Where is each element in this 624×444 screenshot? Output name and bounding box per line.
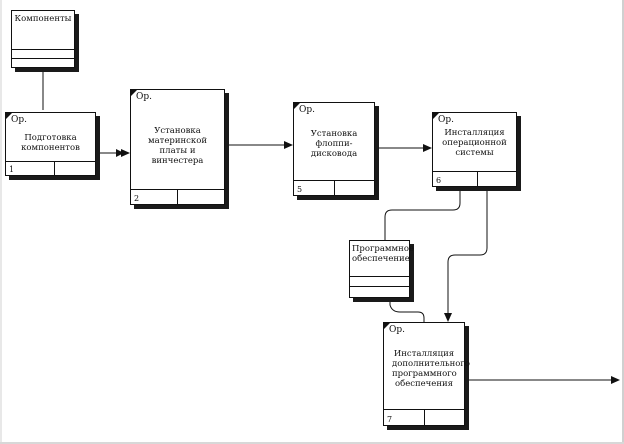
reference-components-label: Компоненты: [14, 14, 72, 24]
reference-divider: [350, 276, 409, 278]
activity-footer: [6, 161, 95, 175]
activity-op-label: Ор.: [438, 115, 455, 125]
reference-software: Программное обеспечение: [349, 240, 414, 298]
activity-op-label: Ор.: [389, 325, 406, 335]
arrowhead-a7-output: [611, 376, 620, 384]
activity-footer-separator: [177, 190, 179, 204]
activity-number: 1: [9, 165, 15, 174]
activity-corner-mark: [294, 103, 300, 109]
frame-right-edge: [622, 0, 624, 444]
activity-box-6: Ор. Инсталляция операционной системы 6: [432, 112, 517, 187]
activity-corner-mark: [433, 113, 439, 119]
activity-footer: [131, 189, 224, 204]
activity-number: 5: [297, 185, 303, 194]
arrowhead-a5-a6: [423, 144, 432, 152]
activity-number: 2: [134, 194, 140, 203]
activity-op-label: Ор.: [136, 92, 153, 102]
activity-op-label: Ор.: [299, 105, 316, 115]
arrowhead-a1-a2-double: [116, 149, 124, 157]
activity-label: Инсталляция дополнительного программного…: [392, 349, 470, 389]
arrowhead-a2-a5: [284, 141, 293, 149]
activity-label: Установка флоппи-дисковода: [310, 129, 358, 159]
activity-footer: [384, 409, 464, 425]
reference-software-label: Программное обеспечение: [352, 244, 414, 264]
activity-footer-separator: [334, 181, 336, 195]
activity-number: 6: [436, 176, 442, 185]
link-software-to-a7: [389, 298, 425, 322]
activity-number: 7: [387, 415, 393, 424]
arrow-a6-to-a7: [447, 190, 488, 314]
activity-box-2: Ор. Установка материнской платы и винчес…: [130, 89, 225, 205]
reference-divider: [12, 58, 74, 60]
activity-footer-separator: [424, 410, 426, 425]
activity-footer-separator: [477, 172, 479, 186]
arrowhead-a1-a2: [121, 149, 130, 157]
reference-components: Компоненты: [11, 10, 75, 68]
activity-label: Инсталляция операционной системы: [442, 128, 507, 158]
link-a6-to-software: [384, 190, 461, 240]
activity-label: Установка материнской платы и винчестера: [147, 126, 208, 166]
activity-label: Подготовка компонентов: [21, 133, 80, 153]
frame-left-edge: [0, 0, 2, 444]
activity-footer: [433, 171, 516, 186]
activity-footer-separator: [54, 162, 56, 175]
activity-box-1: Ор. Подготовка компонентов 1: [5, 112, 96, 176]
activity-corner-mark: [6, 113, 12, 119]
activity-box-5: Ор. Установка флоппи-дисковода 5: [293, 102, 375, 196]
reference-divider: [350, 286, 409, 288]
activity-op-label: Ор.: [11, 115, 28, 125]
activity-footer: [294, 180, 374, 195]
activity-box-7: Ор. Инсталляция дополнительного программ…: [383, 322, 470, 426]
arrowhead-a6-a7: [444, 313, 452, 322]
reference-divider: [12, 49, 74, 51]
frame-bottom-edge: [0, 442, 624, 444]
activity-corner-mark: [384, 323, 390, 329]
activity-corner-mark: [131, 90, 137, 96]
